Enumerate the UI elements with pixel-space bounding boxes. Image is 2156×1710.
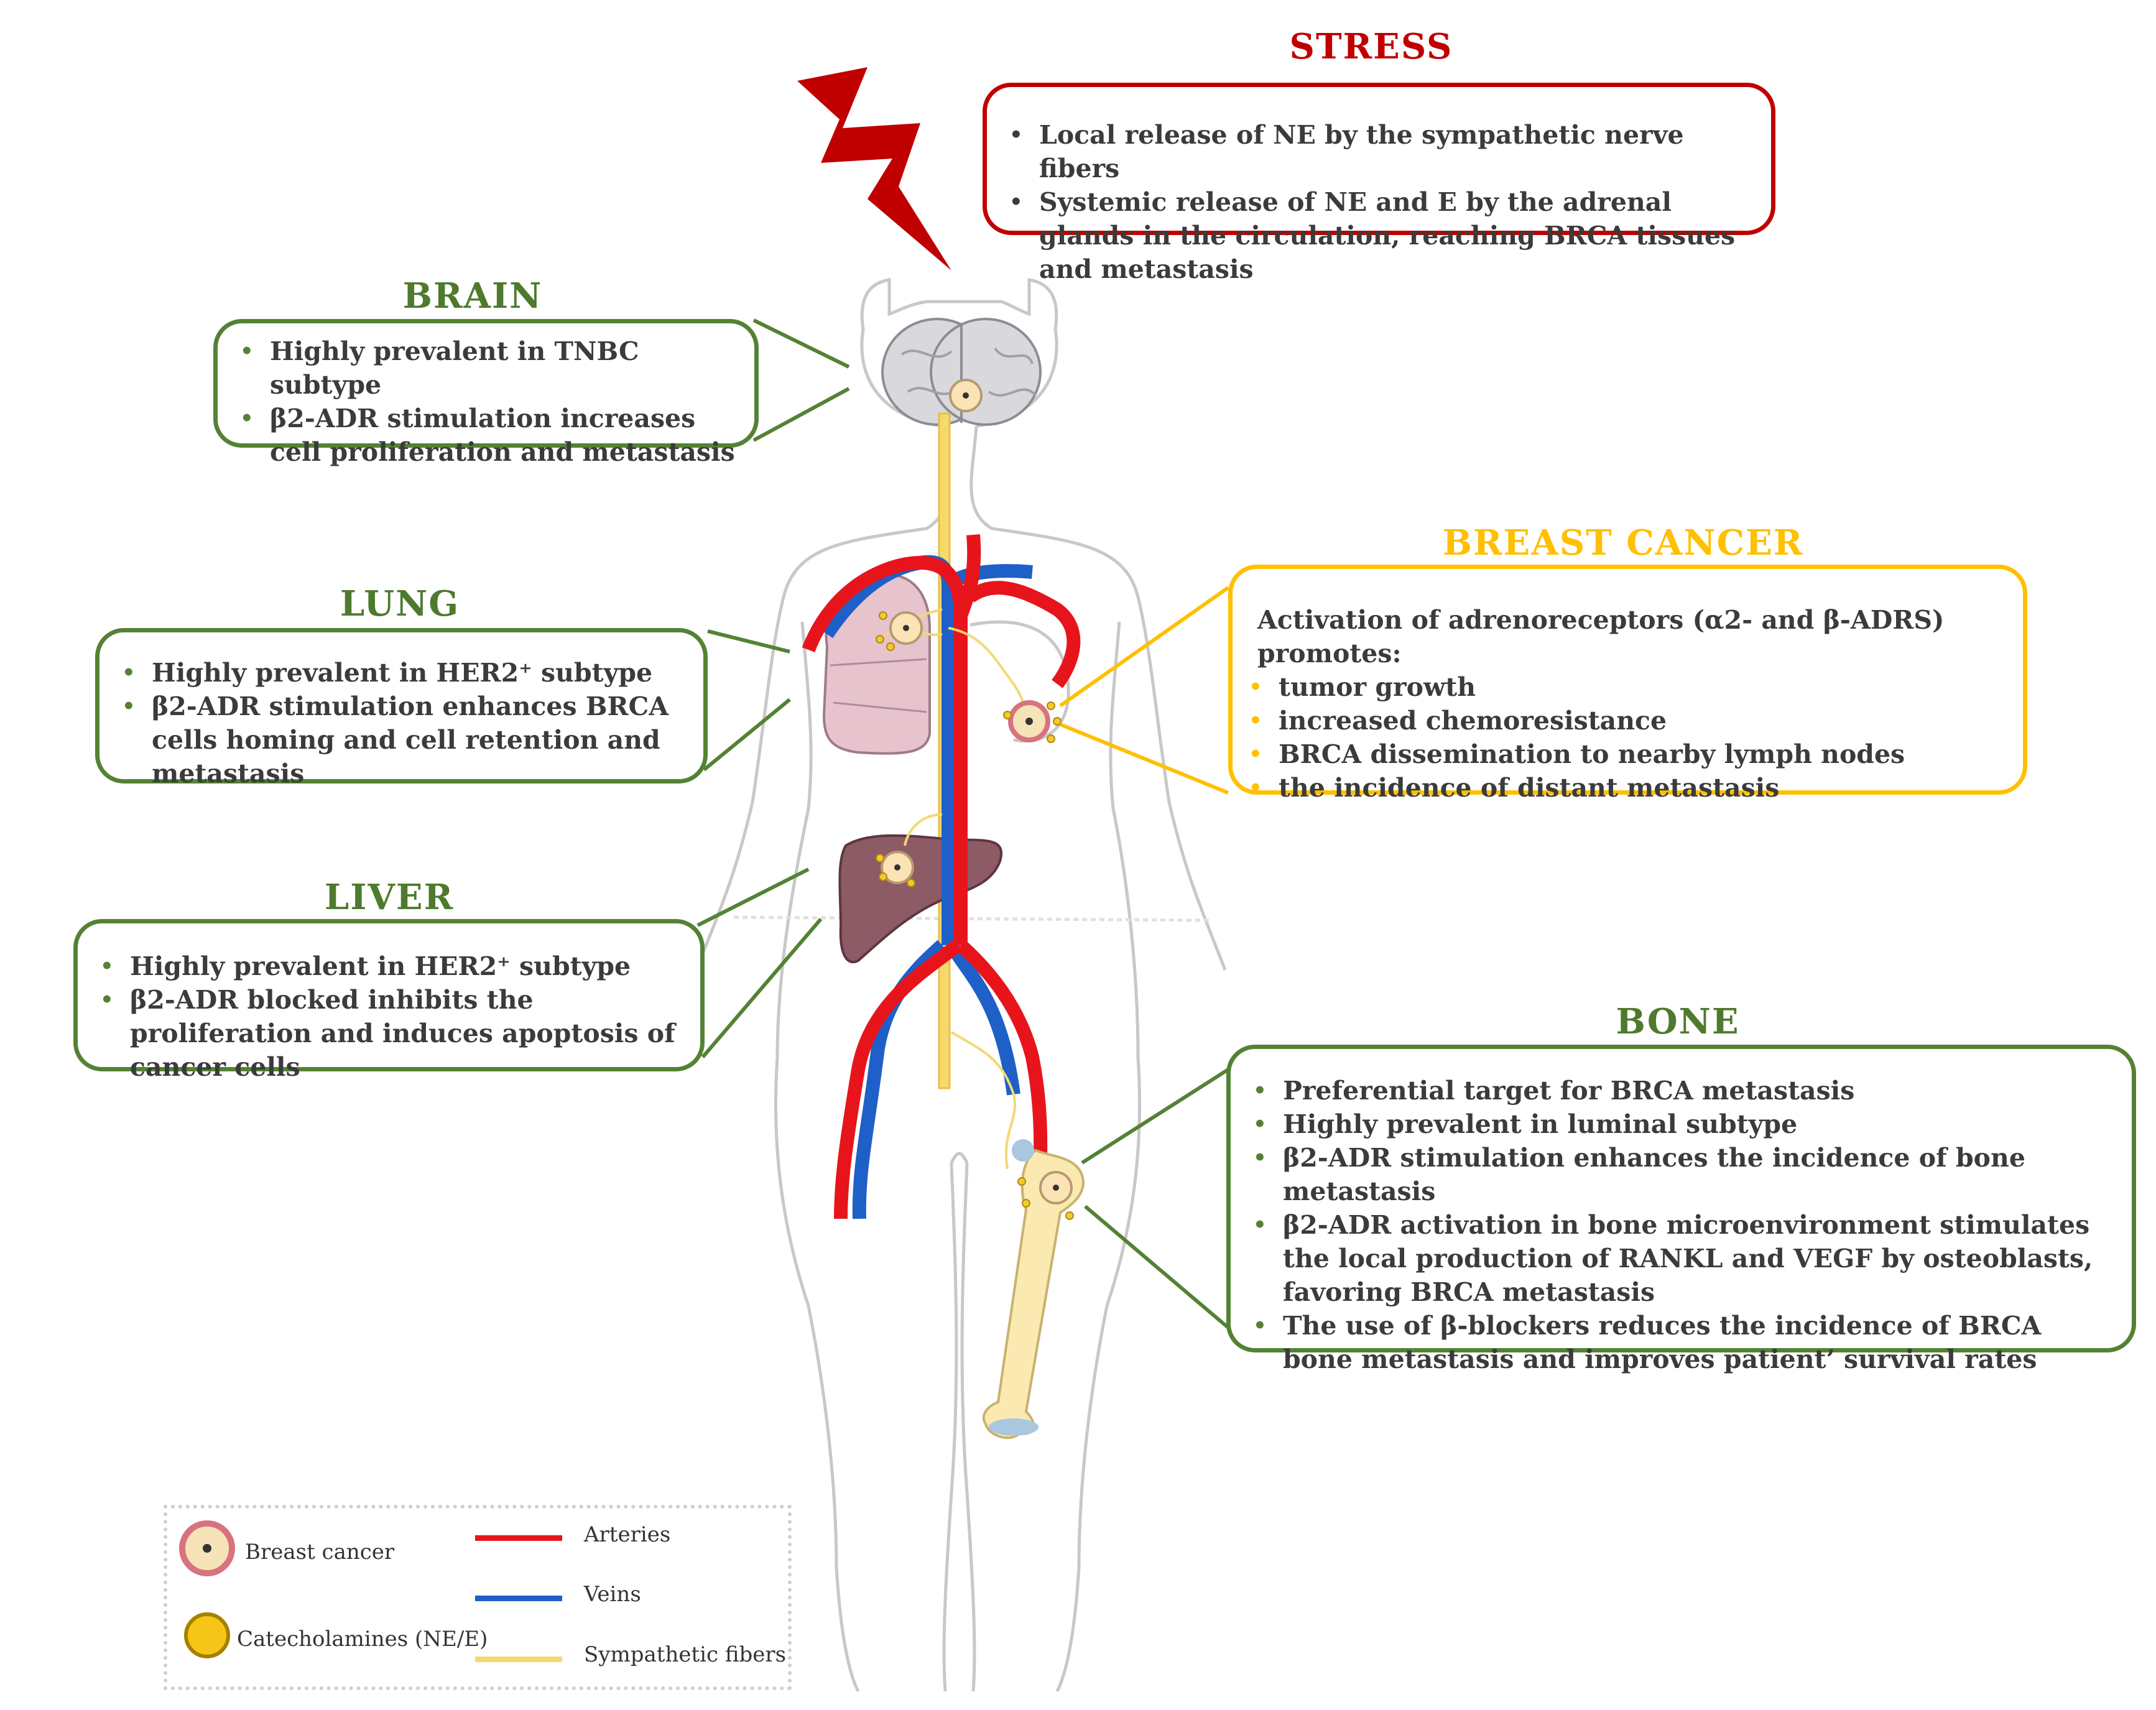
arteries — [802, 534, 1081, 1251]
legend-catecholamines-label: Catecholamines (NE/E) — [237, 1627, 488, 1652]
legend-sympathetic-label: Sympathetic fibers — [584, 1642, 787, 1667]
lung-item: Highly prevalent in HER2⁺ subtype — [112, 656, 691, 690]
femur-bone — [982, 1139, 1085, 1440]
lung-item: β2-ADR stimulation enhances BRCA cells h… — [112, 690, 691, 790]
brain-item: Highly prevalent in TNBC subtype — [230, 335, 742, 402]
brain-title: BRAIN — [402, 275, 543, 317]
legend-breast-cancer-label: Breast cancer — [245, 1540, 395, 1564]
bone-item: β2-ADR activation in bone microenvironme… — [1243, 1208, 2119, 1309]
bone-item: The use of β-blockers reduces the incide… — [1243, 1309, 2119, 1376]
brain-item: β2-ADR stimulation increases cell prolif… — [230, 402, 742, 469]
breast-cancer-item: increased chemoresistance — [1239, 704, 2010, 737]
brain-box: Highly prevalent in TNBC subtype β2-ADR … — [213, 319, 759, 467]
tumor-cells — [881, 379, 1073, 1204]
breast-cancer-intro: Activation of adrenoreceptors (α2- and β… — [1257, 605, 1945, 668]
lightning-bolt-icon — [797, 67, 951, 270]
legend-arteries-label: Arteries — [584, 1522, 671, 1547]
liver-organ — [838, 834, 1002, 963]
lung-box: Highly prevalent in HER2⁺ subtype β2-ADR… — [95, 628, 708, 788]
connector-lines — [696, 318, 1229, 1329]
legend: Breast cancer Catecholamines (NE/E) Arte… — [164, 1505, 792, 1690]
bone-item: β2-ADR stimulation enhances the incidenc… — [1243, 1141, 2119, 1208]
legend-artery-line — [475, 1535, 562, 1541]
stress-title: STRESS — [1289, 26, 1453, 67]
catecholamine-icon — [184, 1612, 230, 1658]
bone-title: BONE — [1616, 1001, 1740, 1042]
legend-sympathetic-line — [475, 1657, 562, 1662]
liver-item: Highly prevalent in HER2⁺ subtype — [90, 950, 688, 983]
catecholamine-dots — [876, 611, 1074, 1220]
legend-veins-label: Veins — [584, 1582, 641, 1607]
body-outline — [695, 278, 1227, 1693]
breast-cancer-item: the incidence of distant metastasis — [1239, 771, 2010, 805]
stress-item: Systemic release of NE and E by the adre… — [999, 185, 1752, 286]
breast-cancer-cell-icon — [179, 1520, 235, 1576]
bone-item: Preferential target for BRCA metastasis — [1243, 1074, 2119, 1107]
liver-item: β2-ADR blocked inhibits the proliferatio… — [90, 983, 688, 1084]
liver-box: Highly prevalent in HER2⁺ subtype β2-ADR… — [73, 919, 705, 1082]
stress-box: Local release of NE by the sympathetic n… — [983, 83, 1775, 284]
breast-cancer-title: BREAST CANCER — [1442, 522, 1804, 563]
lung-title: LUNG — [340, 583, 460, 624]
breast-cancer-item: tumor growth — [1239, 670, 2010, 704]
legend-vein-line — [475, 1596, 562, 1601]
breast-cancer-box: Activation of adrenoreceptors (α2- and β… — [1228, 565, 2027, 805]
liver-title: LIVER — [324, 877, 455, 918]
legend-icons — [179, 1520, 235, 1658]
breast-cancer-item: BRCA dissemination to nearby lymph nodes — [1239, 737, 2010, 771]
stress-item: Local release of NE by the sympathetic n… — [999, 118, 1752, 185]
bone-box: Preferential target for BRCA metastasis … — [1226, 1045, 2136, 1374]
bone-item: Highly prevalent in luminal subtype — [1243, 1107, 2119, 1141]
